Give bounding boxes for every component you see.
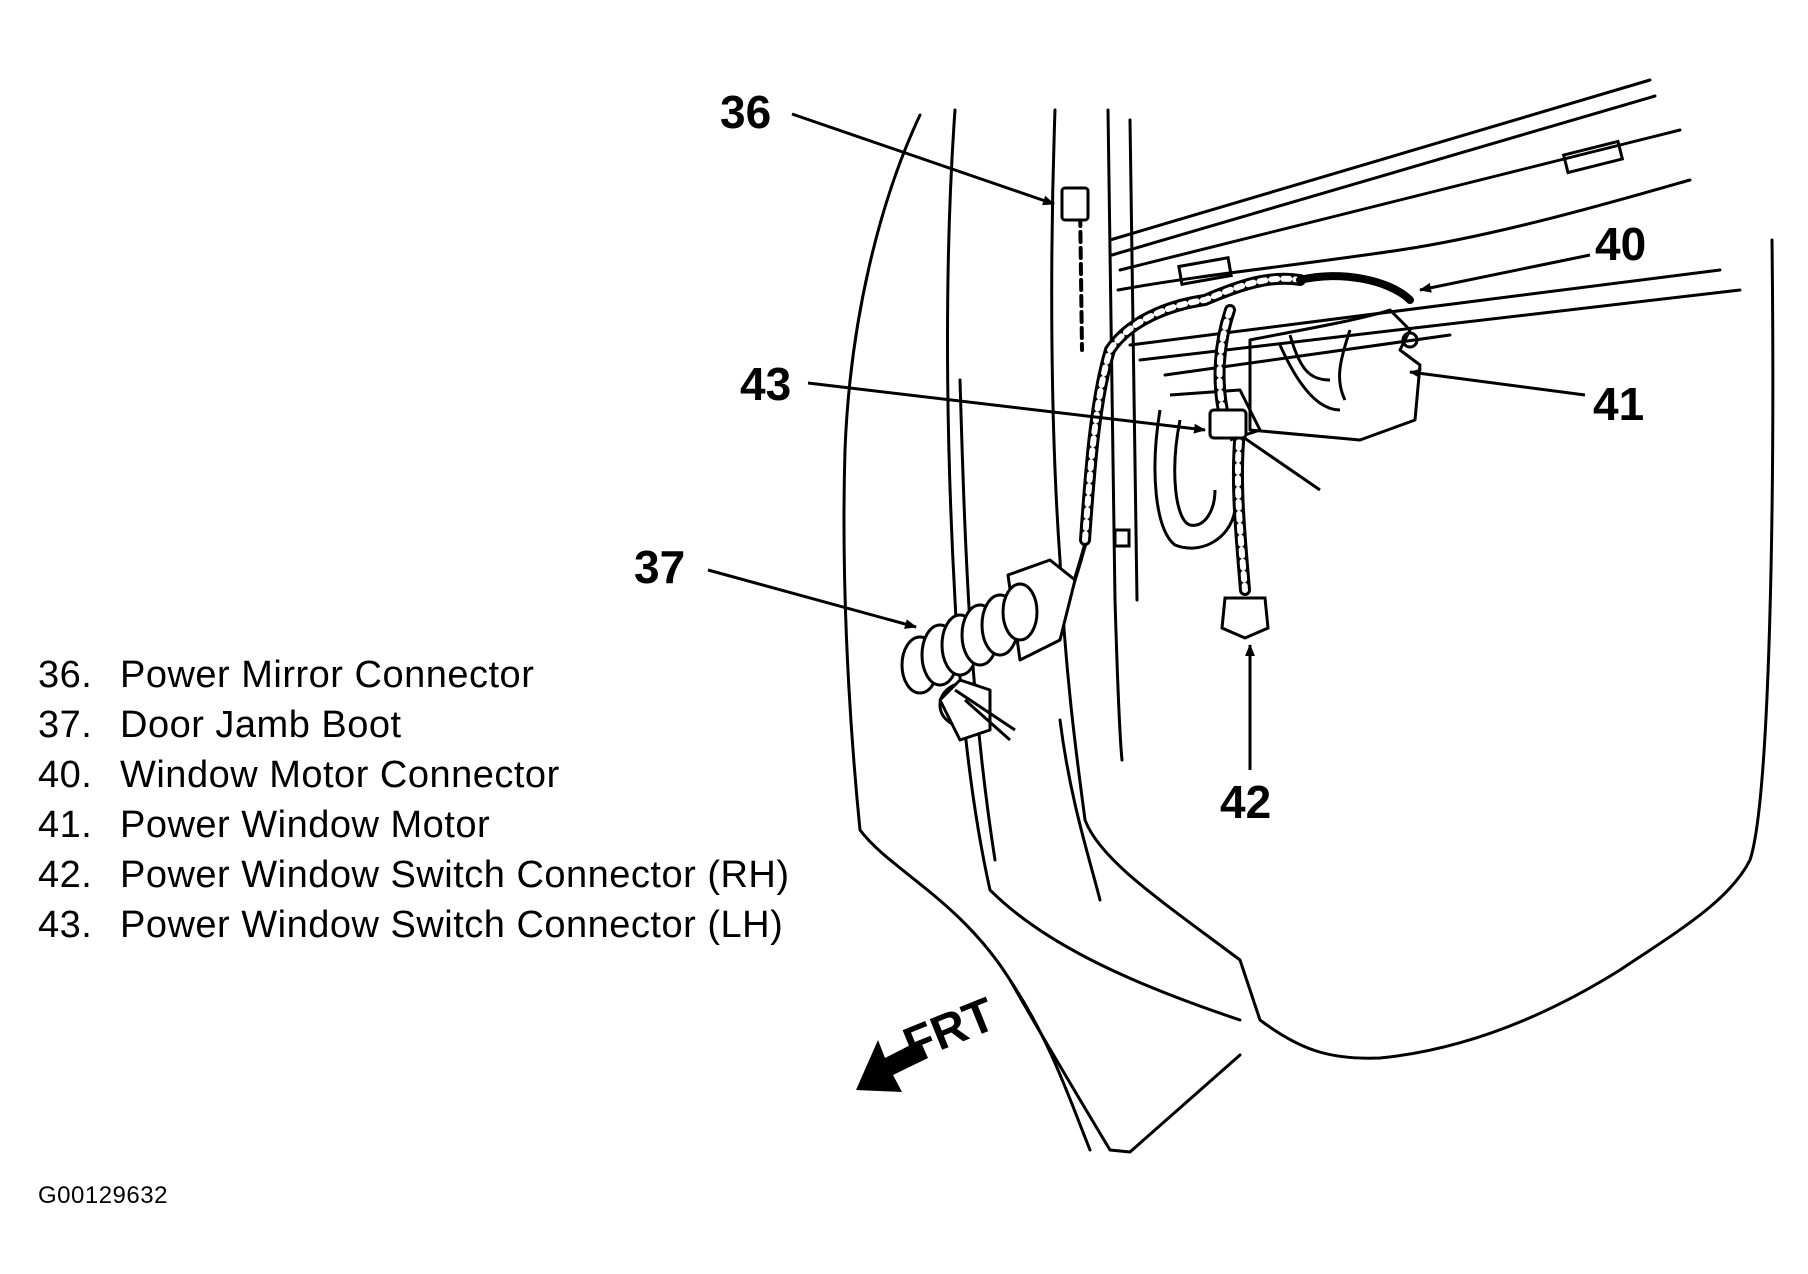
callout-40: 40 xyxy=(1595,218,1646,270)
legend-label: Power Window Switch Connector (RH) xyxy=(120,854,790,896)
legend-item: 40. Window Motor Connector xyxy=(38,750,790,800)
legend-label: Power Mirror Connector xyxy=(120,654,535,696)
switch-connector-lh-icon xyxy=(1208,408,1248,440)
wiring-harness xyxy=(1058,198,1414,607)
leader-40 xyxy=(1419,253,1591,293)
legend-item: 36. Power Mirror Connector xyxy=(38,650,790,700)
leader-43 xyxy=(807,381,1206,434)
leader-41 xyxy=(1409,368,1586,397)
window-channel xyxy=(1108,78,1742,377)
leader-37 xyxy=(707,568,917,629)
connectors xyxy=(1060,186,1270,640)
legend-number: 42. xyxy=(38,854,93,896)
legend-label: Power Window Switch Connector (LH) xyxy=(120,904,784,946)
callout-41: 41 xyxy=(1593,378,1644,430)
legend-item: 42. Power Window Switch Connector (RH) xyxy=(38,850,790,900)
figure-id: G00129632 xyxy=(38,1182,168,1209)
frt-label: FRT xyxy=(896,988,1002,1072)
leader-36 xyxy=(791,112,1055,206)
legend-number: 36. xyxy=(38,654,93,696)
legend-number: 40. xyxy=(38,754,93,796)
legend-label: Door Jamb Boot xyxy=(120,704,402,746)
legend-label: Power Window Motor xyxy=(120,804,491,846)
legend-label: Window Motor Connector xyxy=(120,754,560,796)
callout-36: 36 xyxy=(720,86,771,138)
front-arrow-icon xyxy=(856,1040,928,1092)
callout-37: 37 xyxy=(634,541,685,593)
legend-number: 43. xyxy=(38,904,93,946)
front-direction-indicator: FRT xyxy=(856,988,1003,1092)
power-mirror-connector-icon xyxy=(1060,186,1090,222)
switch-connector-rh-icon xyxy=(1220,596,1270,640)
legend-item: 43. Power Window Switch Connector (LH) xyxy=(38,900,790,950)
legend-number: 41. xyxy=(38,804,93,846)
callout-42: 42 xyxy=(1220,776,1271,828)
legend-item: 37. Door Jamb Boot xyxy=(38,700,790,750)
legend-number: 37. xyxy=(38,704,93,746)
callout-43: 43 xyxy=(740,358,791,410)
legend: 36. Power Mirror Connector 37. Door Jamb B… xyxy=(38,650,790,950)
leader-arrows xyxy=(707,112,1591,770)
legend-item: 41. Power Window Motor xyxy=(38,800,790,850)
door-jamb-boot-icon xyxy=(900,558,1077,742)
door-outline xyxy=(842,108,1775,1154)
